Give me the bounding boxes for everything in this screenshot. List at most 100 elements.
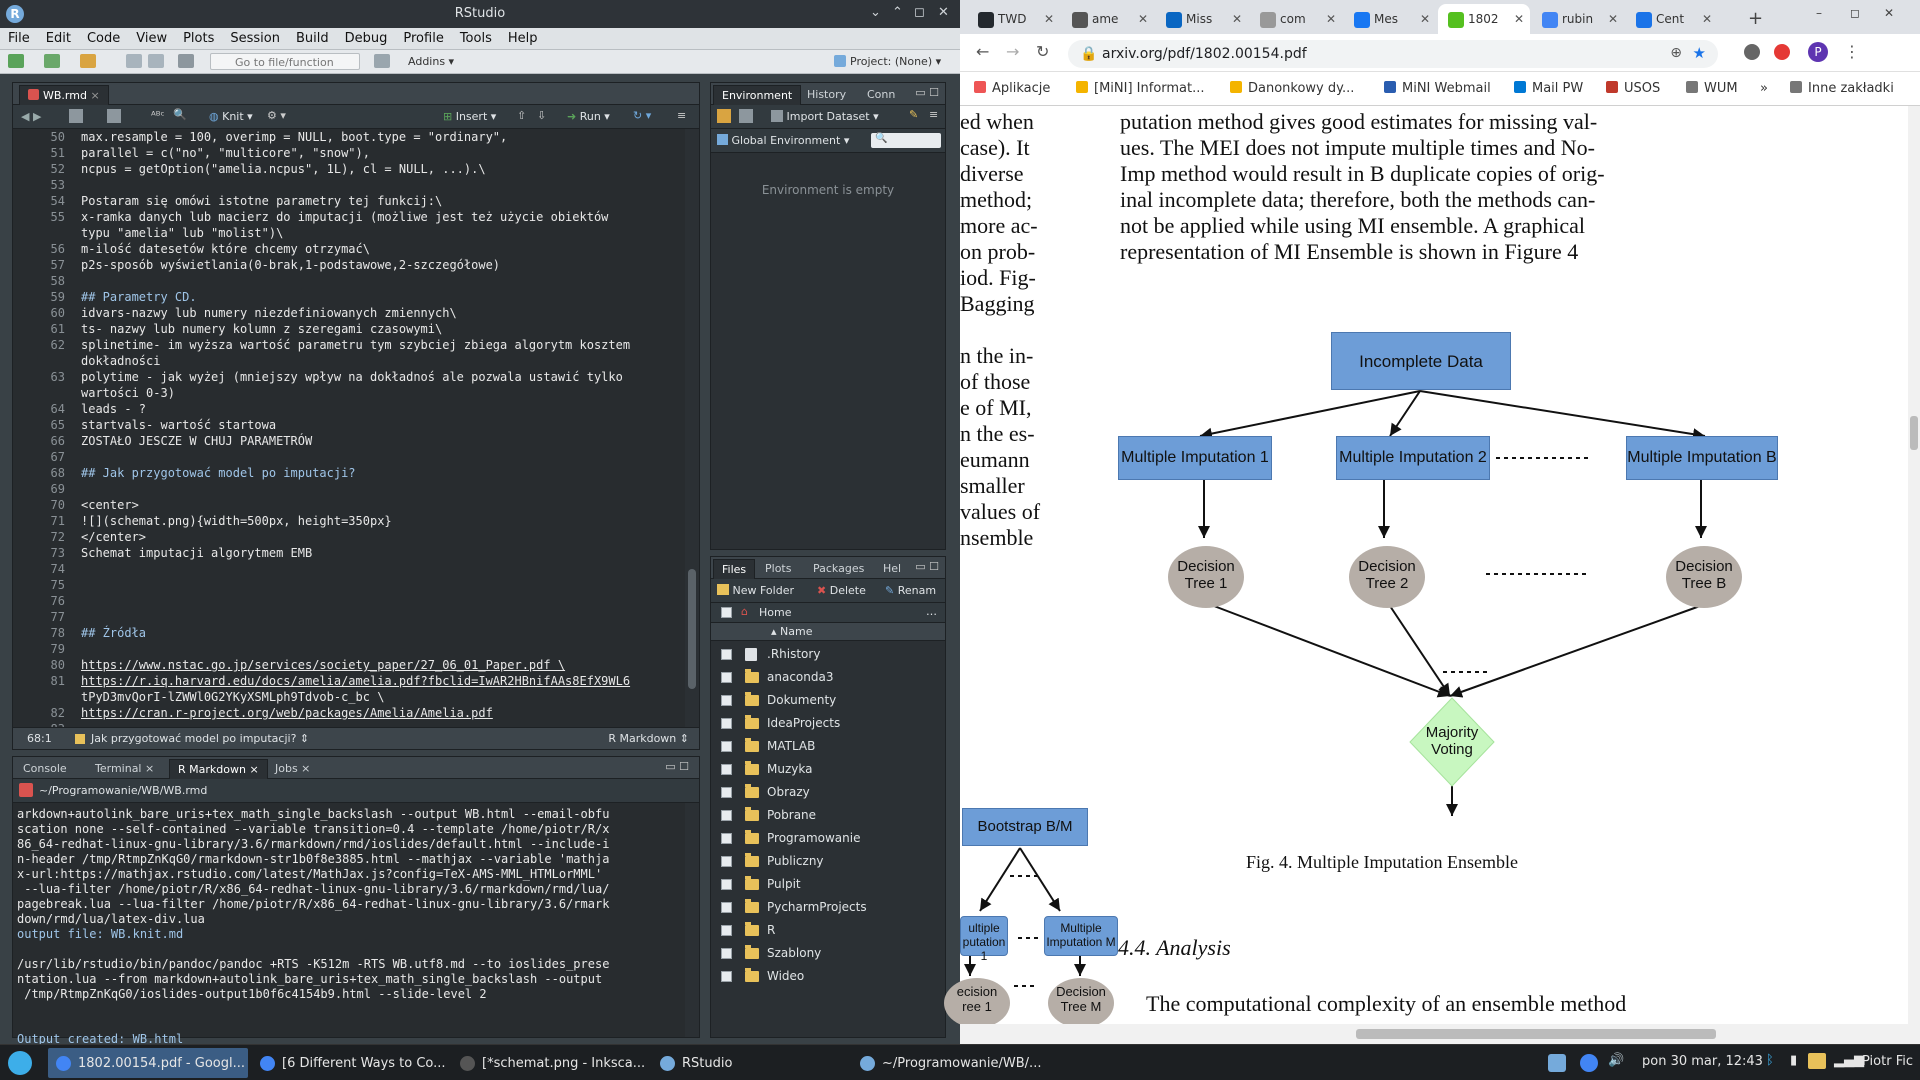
file-checkbox[interactable] [721,948,732,959]
find-icon[interactable]: 🔍 [173,108,187,121]
code-line[interactable]: https://r.iq.harvard.edu/docs/amelia/ame… [81,674,631,688]
pdf-hscrollbar[interactable] [960,1024,1920,1044]
env-search-input[interactable]: 🔍 [871,133,941,148]
code-line[interactable]: max.resample = 100, overimp = NULL, boot… [81,130,508,144]
file-name[interactable]: MATLAB [767,739,816,753]
file-checkbox[interactable] [721,971,732,982]
profile-avatar[interactable]: P [1808,42,1828,62]
tab-close-icon[interactable]: ✕ [1137,12,1148,26]
reload-icon[interactable]: ↻ [1036,42,1050,61]
new-tab-icon[interactable]: + [1748,8,1764,29]
scope-selector[interactable]: Global Environment ▾ [717,134,849,147]
bookmark-wum[interactable]: WUM [1686,81,1738,96]
battery-icon[interactable]: ▮ [1790,1053,1798,1068]
tab-close-icon[interactable]: ✕ [1231,12,1242,26]
file-checkbox[interactable] [721,695,732,706]
menu-tools[interactable]: Tools [459,31,492,46]
bookmarks-overflow[interactable]: » [1760,81,1768,96]
file-name[interactable]: anaconda3 [767,670,834,684]
goto-file-input[interactable]: Go to file/function [210,53,360,70]
knit-button[interactable]: ◍ Knit ▾ [209,110,253,123]
save-all-icon[interactable] [148,54,164,68]
file-name[interactable]: R [767,923,776,937]
save-doc-icon[interactable] [107,109,121,123]
code-line[interactable]: Postaram się omówi istotne parametry tej… [81,194,443,208]
file-checkbox[interactable] [721,672,732,683]
code-line[interactable]: ncpus = getOption("amelia.ncpus", 1L), c… [81,162,486,176]
file-name[interactable]: Wideo [767,969,805,983]
chrome-maximize-icon[interactable]: ◻ [1850,6,1860,20]
network-icon[interactable]: ▂▄▆ [1834,1053,1864,1068]
code-line[interactable]: ## Źródła [81,626,147,640]
bookmark-other[interactable]: Inne zakładki [1790,81,1894,96]
insert-chunk-button[interactable]: ⊞ Insert ▾ [443,110,497,123]
save-workspace-icon[interactable] [739,109,753,123]
file-name[interactable]: Pulpit [767,877,801,891]
file-checkbox[interactable] [721,718,732,729]
file-row[interactable]: Wideo [711,965,945,988]
file-checkbox[interactable] [721,902,732,913]
code-line[interactable]: typu "amelia" lub "molist")\ [81,226,284,240]
more-icon[interactable]: … [926,605,937,618]
scroll-thumb[interactable] [688,569,696,689]
tray-chrome-icon[interactable] [1580,1054,1598,1072]
project-menu[interactable]: Project: (None) ▾ [834,55,941,68]
env-maximize-icon[interactable]: ▭ ☐ [915,86,939,99]
task-inkscape[interactable]: [*schemat.png - Inksca... [452,1048,648,1078]
app-launcher-icon[interactable] [8,1051,32,1075]
tab-plots[interactable]: Plots [765,562,792,575]
load-workspace-icon[interactable] [717,109,731,123]
file-row[interactable]: R [711,919,945,942]
new-project-icon[interactable] [44,54,60,68]
chrome-tab[interactable]: Cent✕ [1626,4,1718,34]
code-line[interactable]: ## Parametry CD. [81,290,197,304]
file-checkbox[interactable] [721,741,732,752]
menu-session[interactable]: Session [230,31,280,46]
chrome-tab[interactable]: ame✕ [1062,4,1154,34]
file-row[interactable]: Pulpit [711,873,945,896]
save-icon[interactable] [126,54,142,68]
tab-close-icon[interactable]: ✕ [1419,12,1430,26]
task-rstudio[interactable]: RStudio [652,1048,848,1078]
files-maximize-icon[interactable]: ▭ ☐ [915,560,939,573]
section-navigator[interactable]: Jak przygotować model po imputacji? ⇕ [91,732,310,745]
code-line[interactable]: splinetime- im wyższa wartość parametru … [81,338,631,352]
bluetooth-icon[interactable]: ᛒ [1766,1053,1774,1068]
bookmark-danonkowy[interactable]: Danonkowy dy... [1230,81,1354,96]
file-row[interactable]: .Rhistory [711,643,945,666]
workspace-panes-icon[interactable] [374,54,390,68]
code-line[interactable]: leads - ? [81,402,147,416]
code-line[interactable]: https://www.nstac.go.jp/services/society… [81,658,566,672]
select-all-checkbox[interactable] [721,607,732,618]
tab-jobs[interactable]: Jobs × [275,762,311,775]
tab-terminal[interactable]: Terminal × [95,762,155,775]
settings-gear-icon[interactable]: ⚙ ▾ [267,109,286,122]
file-row[interactable]: IdeaProjects [711,712,945,735]
file-name[interactable]: Obrazy [767,785,810,799]
bookmark-mini-webmail[interactable]: MiNI Webmail [1384,81,1491,96]
menu-plots[interactable]: Plots [183,31,215,46]
file-name[interactable]: IdeaProjects [767,716,841,730]
code-line[interactable]: ## Jak przygotować model po imputacji? [81,466,356,480]
file-checkbox[interactable] [721,787,732,798]
code-line[interactable]: Schemat imputacji algorytmem EMB [81,546,313,560]
bookmark-apps[interactable]: Aplikacje [974,81,1050,96]
outline-icon[interactable]: ≡ [677,109,687,122]
code-line[interactable]: tPyD3mvQorI-lZWWl0G2YKyXSMLph9Tdvob-c_bc… [81,690,385,704]
addins-menu[interactable]: Addins ▾ [408,55,455,68]
task-chrome-pdf[interactable]: 1802.00154.pdf - Googl... [48,1048,248,1078]
chrome-tab[interactable]: 1802✕ [1438,4,1530,34]
new-folder-button[interactable]: New Folder [717,584,794,597]
file-checkbox[interactable] [721,879,732,890]
next-chunk-icon[interactable]: ⇩ [537,109,547,122]
tab-close-icon[interactable]: ✕ [1325,12,1336,26]
print-icon[interactable] [178,54,194,68]
show-in-window-icon[interactable] [69,109,83,123]
rename-button[interactable]: ✎ Renam [885,584,936,597]
file-row[interactable]: Szablony [711,942,945,965]
bookmark-usos[interactable]: USOS [1606,81,1660,96]
chrome-tab[interactable]: rubin✕ [1532,4,1624,34]
tab-files[interactable]: Files [713,559,756,579]
rerun-icon[interactable]: ↻ ▾ [633,109,652,122]
